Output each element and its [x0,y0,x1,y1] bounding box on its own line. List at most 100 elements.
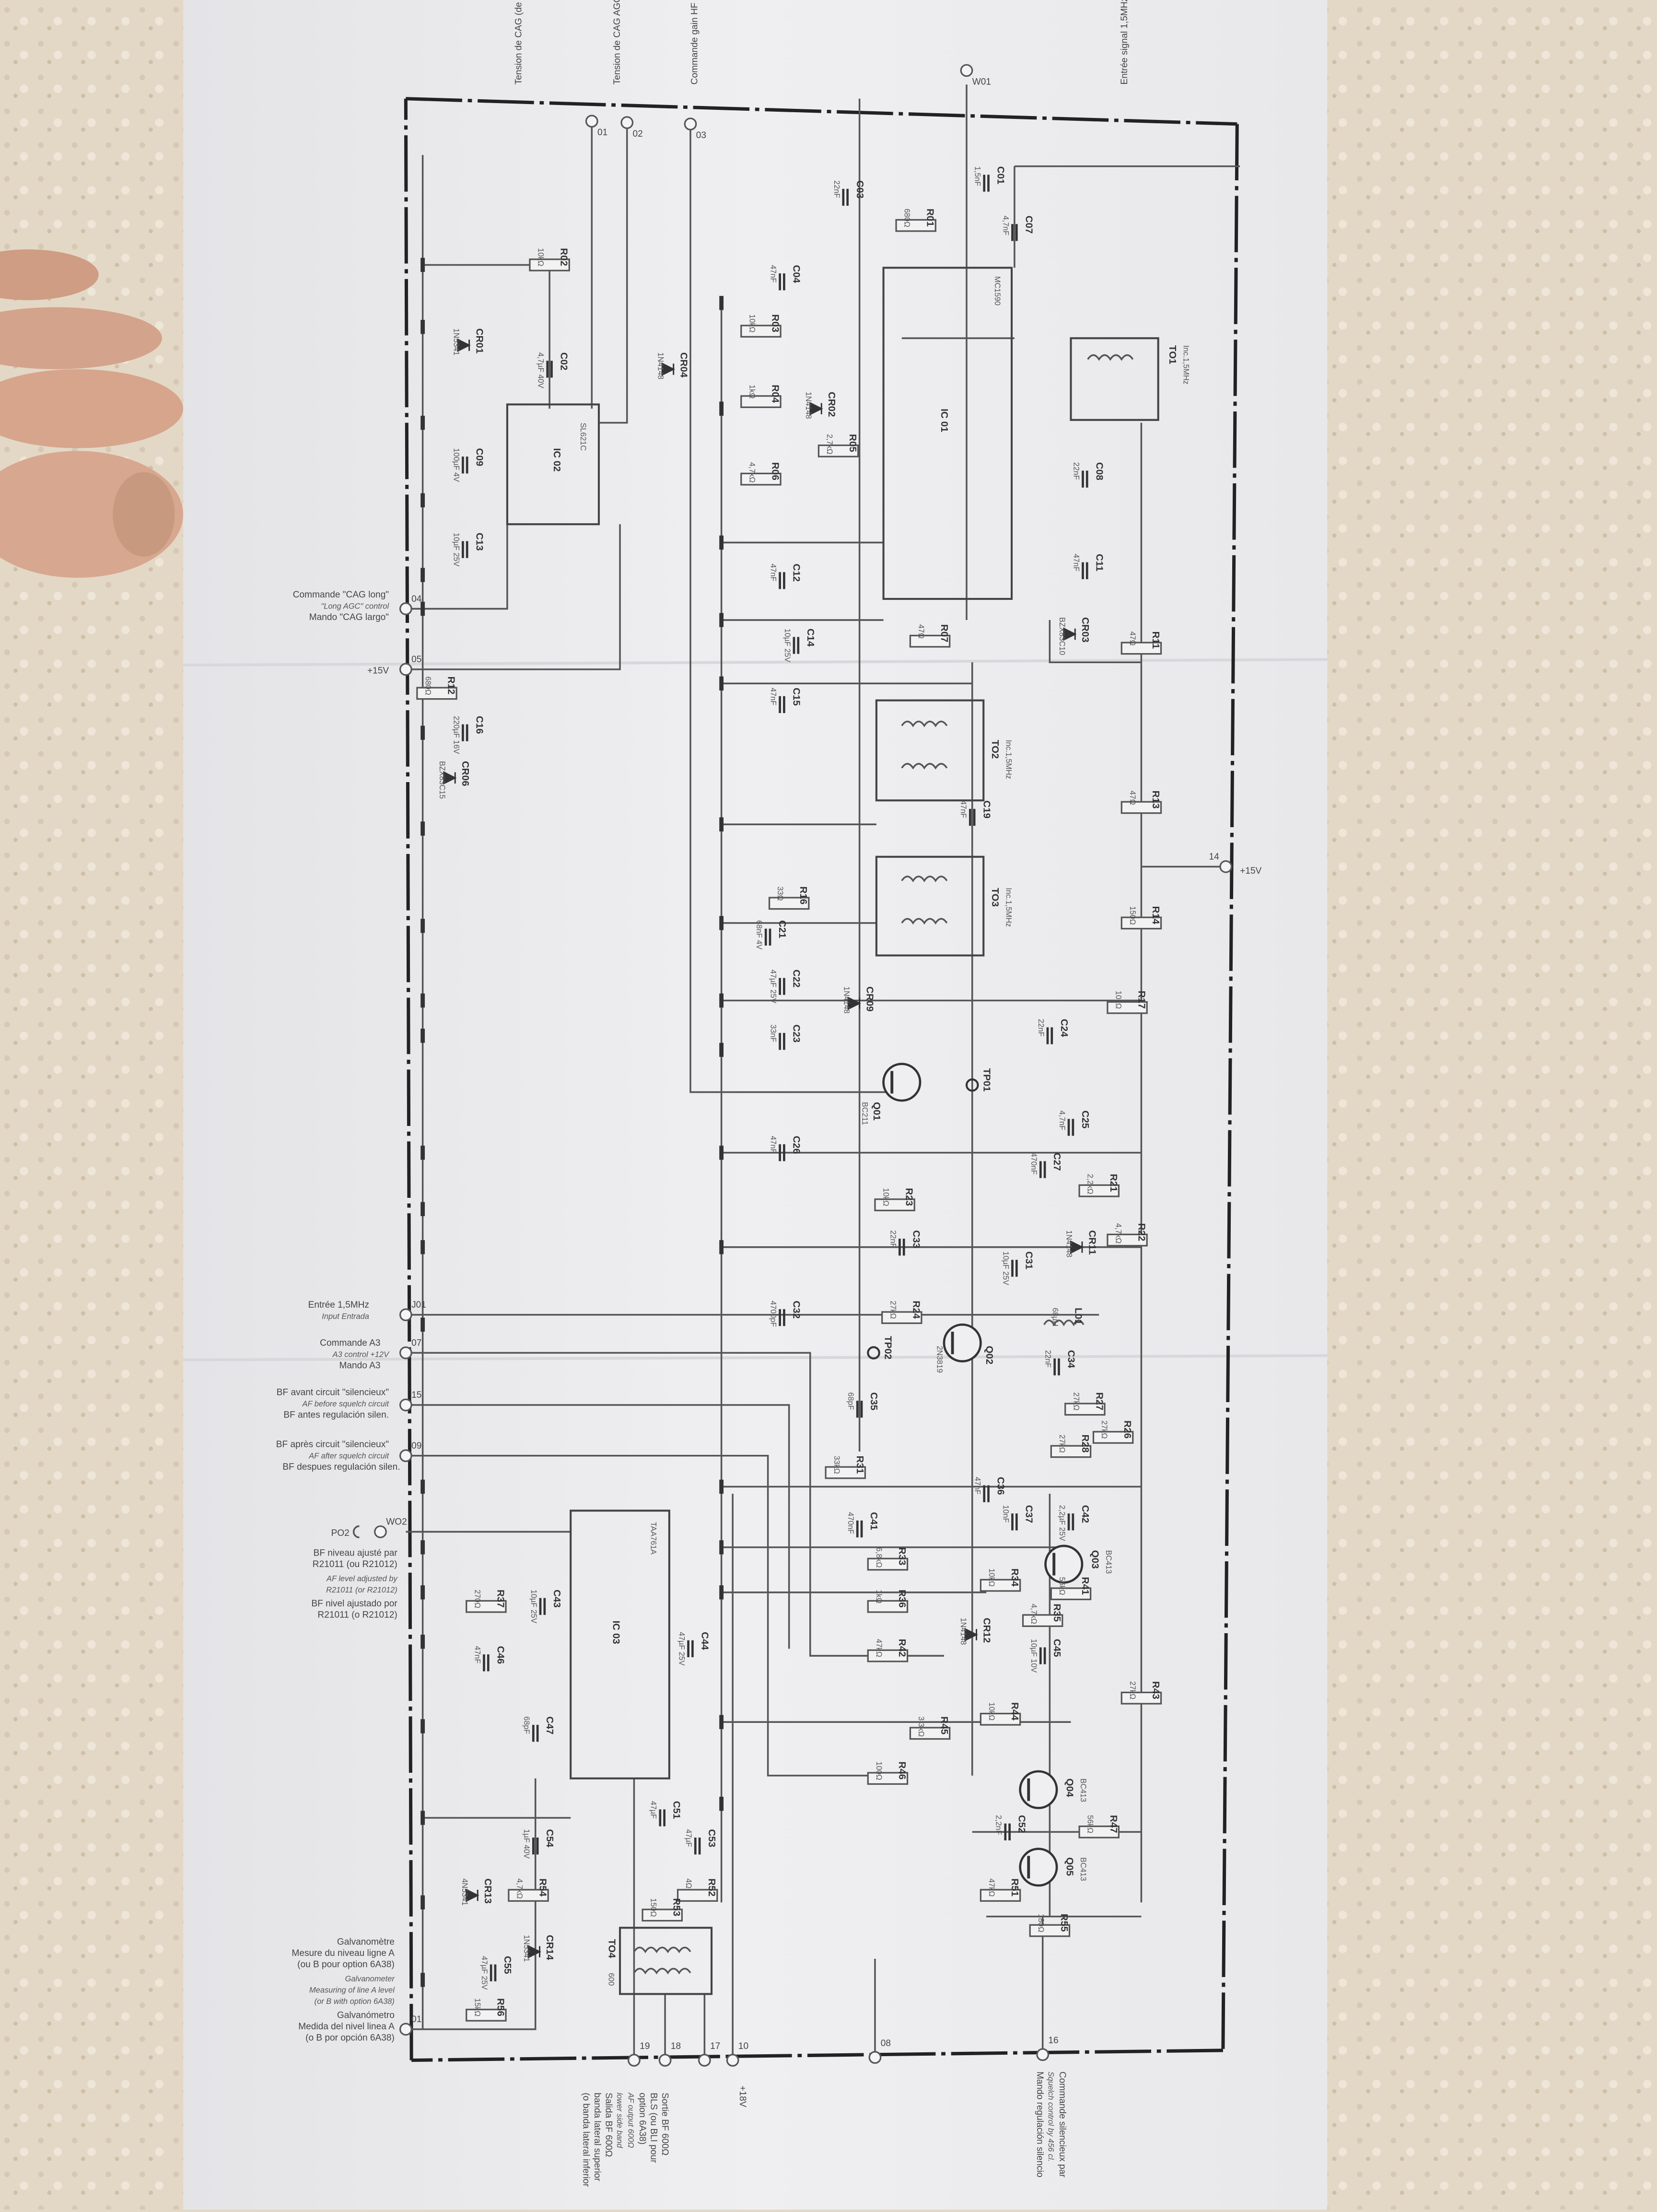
connector-pin[interactable] [585,115,598,128]
connector-left-j01[interactable]: J01 [399,1300,426,1322]
connector-pin[interactable] [1219,860,1233,873]
component-value: 4,7kΩ [1029,1603,1038,1624]
component-value: 68nF 4V [755,920,763,949]
connector-top-02[interactable]: 02 [620,116,643,139]
connector-label: Mesure du niveau ligne A [292,1948,395,1958]
connector-pin[interactable] [960,64,973,77]
bottom-labels: +18V Sortie BF 600Ω BLS (ou BLI pour opt… [581,866,1262,2187]
connector-left-09[interactable]: 09 [399,1441,422,1463]
connector-bottom-17[interactable]: 17 [698,2041,721,2067]
connector-left-04[interactable]: 04 [399,594,422,615]
connector-bottom-19[interactable]: 19 [628,2041,650,2067]
diode-symbol [809,402,823,416]
component-ref: C54 [544,1829,555,1848]
connector-label: AF after squelch circuit [308,1452,389,1461]
resistor-symbol [874,1198,915,1212]
connector-pin[interactable] [698,2054,711,2067]
connector-pin[interactable] [399,1398,412,1412]
connector-label: Tension de CAG (de S21101) [513,0,524,84]
connector-pin[interactable] [620,116,634,129]
connector-id: W01 [972,77,991,87]
component-value: 1N5341 [452,328,460,356]
component-ref: R46 [897,1761,908,1779]
component-ref: R53 [671,1898,682,1917]
connector-left-05[interactable]: 05 [399,655,422,676]
connector-pin[interactable] [399,602,412,615]
connector-bottom-10[interactable]: 10 [726,2041,748,2067]
connector-pin[interactable] [374,1525,387,1538]
resistor-symbol [1120,801,1162,814]
component-ref: C01 [995,166,1006,185]
connector-pin[interactable] [399,1449,412,1463]
po2-note: R21011 (ou R21012) [313,1559,397,1569]
connector-id: 08 [881,2038,891,2048]
transformer-to2: TO2 Inc.1,5MHz [875,699,1013,802]
connector-pin[interactable] [399,1346,412,1359]
connector-pin[interactable] [399,2023,412,2036]
connector-left-01[interactable]: 01 [399,2014,422,2036]
component-ref: C36 [995,1477,1006,1495]
component-ref: C33 [910,1230,922,1249]
component-value: 470nF [1029,1153,1038,1175]
transistor-q04: Q04 BC413 [1019,1770,1087,1809]
connector-pin[interactable] [628,2054,641,2067]
component-value: 47nF [769,1136,778,1154]
connector-left-15[interactable]: 15 [399,1390,422,1412]
connector-pin[interactable] [399,663,412,676]
connector-label: Tension de CAG AGC voltage [612,0,622,84]
component-value: 1N4148 [656,352,665,380]
component-value: 47Ω [1128,791,1137,805]
connector-label: Mando "CAG largo" [309,612,389,622]
connector-left-wo2[interactable]: WO2 [374,1517,407,1538]
po2-note: R21011 (o R21012) [317,1610,397,1620]
connector-label: Entrée 1,5MHz [308,1300,369,1310]
output-note: Sortie BF 600Ω [660,2093,670,2155]
connector-right-14[interactable]: 14 [1209,852,1233,873]
inductor-symbol [1043,1319,1085,1326]
connector-pin[interactable] [1036,2048,1050,2061]
resistor-symbol [1050,1587,1092,1601]
connector-pin[interactable] [726,2054,739,2067]
connector-label: Commande A3 [320,1338,380,1348]
connector-pin[interactable] [658,2054,672,2067]
component-value: 47µF 25V [677,1632,686,1666]
resistor-symbol [466,1600,507,1613]
connector-bottom-18[interactable]: 18 [658,2041,681,2067]
output-note: lower side band [615,2093,624,2148]
output-note: (o banda lateral inferior [581,2093,591,2187]
connector-left-07[interactable]: 07 [399,1338,422,1359]
connector-pin[interactable] [684,117,697,130]
component-ref: R05 [847,434,858,452]
connector-label: Galvanomètre [337,1937,395,1947]
component-value: 56kΩ [1058,1577,1066,1595]
connector-label: Commande silencieux par [1057,2072,1067,2177]
component-value: 10nF [1001,1505,1010,1523]
component-ref: R34 [1009,1568,1020,1587]
connector-top-01[interactable]: 01 [585,115,608,138]
connector-pin[interactable] [868,2051,882,2064]
connector-top-03[interactable]: 03 [684,117,706,140]
output-note: AF output 600Ω [627,2092,635,2148]
diode-symbol [466,1888,479,1902]
connector-top-w01[interactable]: W01 [960,64,991,87]
component-value: 22nF [1044,1350,1052,1368]
component-ref: C14 [805,629,816,647]
connector-bottom-08[interactable]: 08 [868,2038,891,2064]
connector-pin[interactable] [399,1308,412,1322]
component-ref: R28 [1080,1435,1091,1453]
connector-bottom-16[interactable]: 16 [1036,2036,1059,2061]
